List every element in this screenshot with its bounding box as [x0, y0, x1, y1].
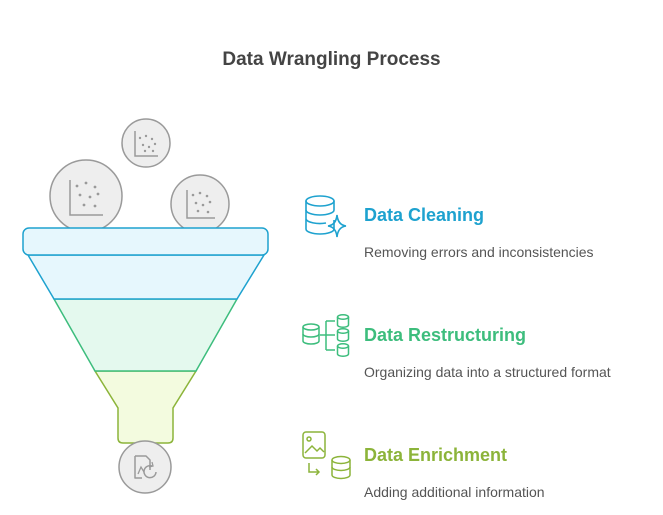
funnel-rim [22, 227, 269, 256]
funnel-section-enrichment [93, 370, 198, 444]
scatter-plot-icon [121, 118, 171, 168]
database-sparkle-icon [305, 195, 347, 238]
scatter-plot-icon [49, 159, 123, 233]
step-title-cleaning: Data Cleaning [364, 205, 485, 225]
image-to-database-icon [302, 431, 351, 480]
step-description-enrichment: Adding additional information [364, 484, 545, 500]
step-title-enrichment: Data Enrichment [364, 445, 508, 465]
diagram-title: Data Wrangling Process [222, 49, 441, 70]
step-description-restructuring: Organizing data into a structured format [364, 364, 611, 380]
step-title-restructuring: Data Restructuring [364, 325, 527, 345]
database-tree-icon [302, 314, 350, 357]
document-refresh-icon [118, 440, 172, 494]
funnel-section-cleaning [26, 254, 266, 300]
scatter-plot-icon [170, 174, 230, 234]
funnel-section-restructuring [52, 298, 239, 372]
step-description-cleaning: Removing errors and inconsistencies [364, 244, 594, 260]
